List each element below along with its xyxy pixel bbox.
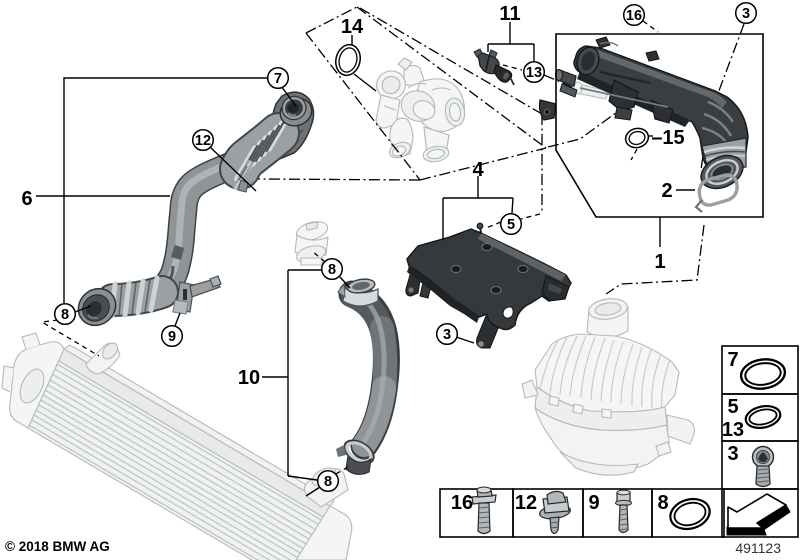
svg-text:491123: 491123 — [735, 540, 781, 556]
svg-text:2: 2 — [661, 180, 672, 202]
svg-text:3: 3 — [727, 443, 738, 465]
svg-text:9: 9 — [588, 492, 599, 514]
svg-text:11: 11 — [499, 3, 520, 25]
svg-text:10: 10 — [238, 367, 260, 389]
svg-text:13: 13 — [722, 419, 744, 441]
svg-text:6: 6 — [21, 188, 32, 210]
svg-text:7: 7 — [274, 71, 282, 87]
svg-text:12: 12 — [515, 492, 537, 514]
svg-text:14: 14 — [341, 16, 364, 38]
svg-text:8: 8 — [328, 262, 336, 278]
svg-text:4: 4 — [472, 159, 484, 181]
svg-text:–15: –15 — [651, 127, 684, 149]
svg-text:16: 16 — [451, 492, 473, 514]
svg-text:7: 7 — [727, 349, 738, 371]
svg-text:1: 1 — [654, 251, 665, 273]
svg-text:5: 5 — [727, 396, 738, 418]
svg-text:8: 8 — [61, 307, 69, 323]
svg-text:16: 16 — [626, 8, 642, 24]
svg-text:9: 9 — [168, 329, 176, 345]
svg-text:© 2018 BMW AG: © 2018 BMW AG — [5, 539, 110, 554]
svg-text:5: 5 — [507, 217, 515, 233]
svg-text:8: 8 — [657, 492, 668, 514]
svg-text:12: 12 — [195, 133, 211, 149]
svg-text:3: 3 — [742, 6, 750, 22]
svg-text:3: 3 — [443, 327, 451, 343]
svg-text:13: 13 — [526, 65, 542, 81]
svg-text:8: 8 — [324, 474, 332, 490]
